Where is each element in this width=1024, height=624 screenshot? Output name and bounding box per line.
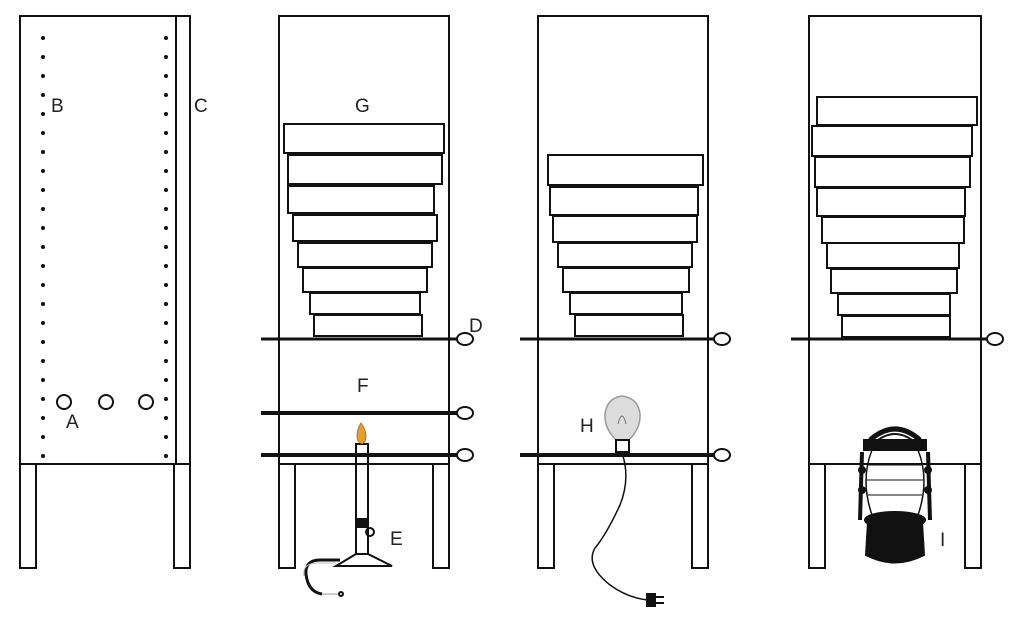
hole-dot (41, 207, 45, 211)
hole-dot (41, 188, 45, 192)
hole-dot (164, 340, 168, 344)
label-g: G (355, 96, 370, 117)
hole-dot (164, 226, 168, 230)
label-e: E (390, 529, 403, 550)
hole-dot (164, 435, 168, 439)
oil-lantern-icon (858, 426, 932, 564)
hole-dot (164, 112, 168, 116)
panel-1-cabinet (19, 15, 191, 569)
hole-dot (41, 55, 45, 59)
hole-dot (164, 131, 168, 135)
hole-dot (41, 397, 45, 401)
hole-dot (41, 283, 45, 287)
hole-dot (164, 36, 168, 40)
hole-dot (164, 378, 168, 382)
hole-dot (41, 131, 45, 135)
hole-dot (41, 435, 45, 439)
hole-dot (164, 74, 168, 78)
hole-dot (164, 93, 168, 97)
label-b: B (51, 96, 64, 117)
hole-dot (164, 188, 168, 192)
hole-dot (41, 112, 45, 116)
hole-dot (41, 226, 45, 230)
bunsen-burner-icon (303, 422, 393, 597)
label-i: I (940, 530, 945, 551)
hole-dot (164, 169, 168, 173)
hole-dot (41, 93, 45, 97)
hole-dot (164, 55, 168, 59)
hole-dot (164, 264, 168, 268)
hole-dot (41, 454, 45, 458)
hole-dot (164, 454, 168, 458)
hole-dot (41, 302, 45, 306)
rod-upper-4 (791, 332, 1004, 346)
hole-dot (164, 302, 168, 306)
hole-dot (41, 264, 45, 268)
hole-dot (164, 416, 168, 420)
panel-2-cabinet (261, 15, 474, 597)
panel-3-cabinet (520, 15, 731, 607)
label-a: A (66, 412, 79, 433)
hole-dot (41, 245, 45, 249)
hole-dot (164, 150, 168, 154)
label-d: D (469, 316, 483, 337)
hole-dot (41, 36, 45, 40)
hole-row-right (164, 36, 168, 458)
hole-dot (164, 245, 168, 249)
hole-dot (164, 283, 168, 287)
letter-labels: B C A G D F E H I (51, 96, 945, 551)
hole-dot (41, 321, 45, 325)
hole-dot (41, 359, 45, 363)
hole-dot (41, 416, 45, 420)
hole-dot (41, 74, 45, 78)
label-f: F (357, 376, 369, 397)
hole-row-left (41, 36, 45, 458)
panel-4-cabinet (791, 15, 1004, 569)
rod-lower (261, 448, 474, 462)
hole-dot (41, 340, 45, 344)
tray-stack-h (547, 154, 704, 337)
rod-upper-3 (520, 332, 731, 346)
hole-dot (164, 321, 168, 325)
ventilation-holes (56, 394, 154, 410)
hole-dot (41, 150, 45, 154)
tray-stack-g (283, 123, 445, 337)
label-h: H (580, 416, 594, 437)
hole-dot (164, 359, 168, 363)
hole-dot (164, 207, 168, 211)
light-bulb-icon (591, 395, 664, 607)
rod-f (261, 406, 474, 420)
hole-dot (164, 397, 168, 401)
tray-stack-i (811, 96, 978, 338)
hole-dot (41, 169, 45, 173)
rod-d (261, 332, 474, 346)
rod-lower-3 (520, 448, 731, 462)
hole-dot (41, 378, 45, 382)
label-c: C (194, 96, 208, 117)
